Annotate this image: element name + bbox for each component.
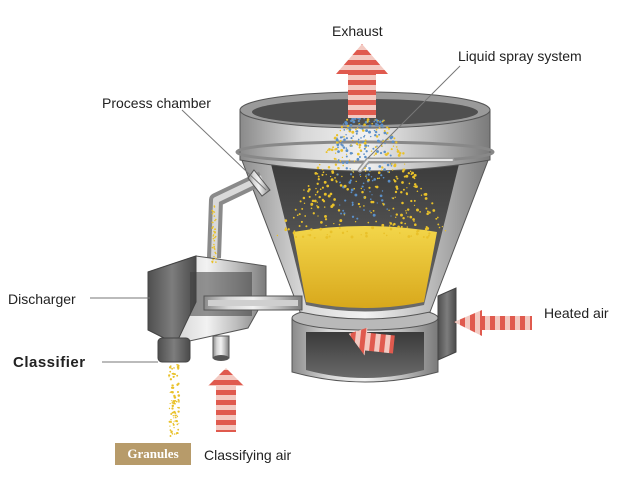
classifying-air-label: Classifying air [204,447,292,463]
leader-lines [90,65,461,363]
exhaust-arrow [336,44,388,118]
liquid-spray-system-label: Liquid spray system [458,48,582,64]
classifier-outlet [157,335,230,363]
process-chamber-label: Process chamber [102,95,211,111]
classifying-air-arrow [208,368,244,432]
leader-process-chamber [181,109,267,191]
internal-air-arrow [348,327,395,356]
heated-air-arrow [454,310,532,336]
granules-badge: Granules [115,443,191,465]
discharger-body [147,255,267,345]
heated-air-label: Heated air [544,305,609,321]
classifier-label: Classifier [13,354,86,371]
process-chamber-cone [237,149,493,320]
leader-liquid-spray [367,65,461,159]
transfer-pipe [207,169,271,259]
liquid-spray-nozzle [357,157,455,173]
falling-granules [168,205,217,437]
horizontal-pipe [203,295,303,311]
exhaust-label: Exhaust [332,23,383,39]
spray-particles [276,116,447,239]
granule-bed [293,226,437,308]
discharger-label: Discharger [8,291,76,307]
